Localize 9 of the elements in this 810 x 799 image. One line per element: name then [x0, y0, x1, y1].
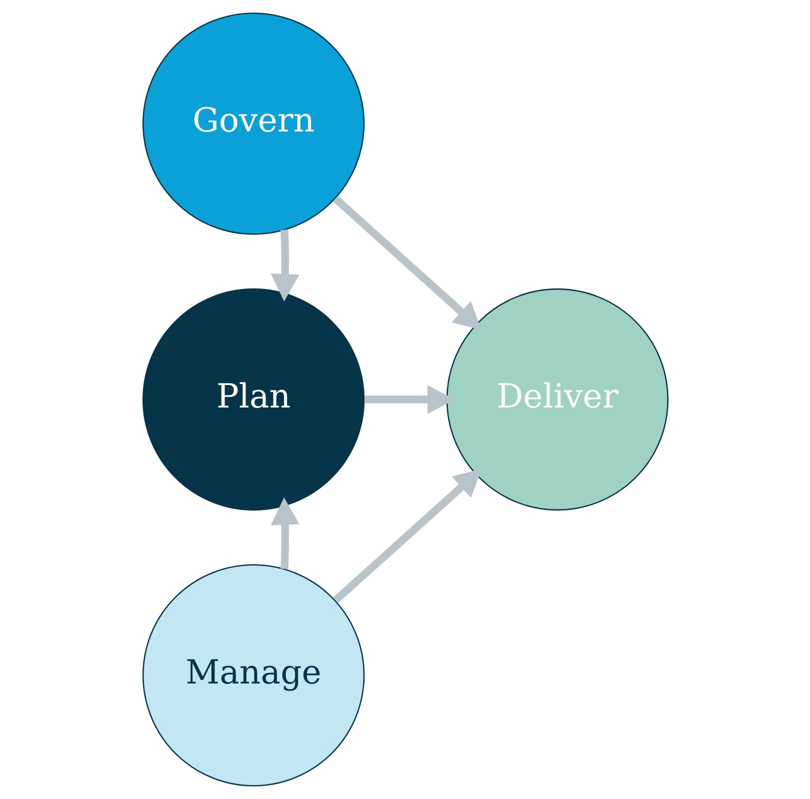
arrow: [270, 230, 299, 302]
arrow: [270, 497, 299, 570]
arrow: [364, 385, 454, 414]
node-circle: Manage: [142, 564, 364, 786]
node-circle: Govern: [142, 12, 364, 235]
arrow: [332, 196, 482, 330]
node-circle: Plan: [142, 288, 364, 511]
arrow: [332, 468, 482, 604]
node-circle: Deliver: [446, 288, 668, 511]
